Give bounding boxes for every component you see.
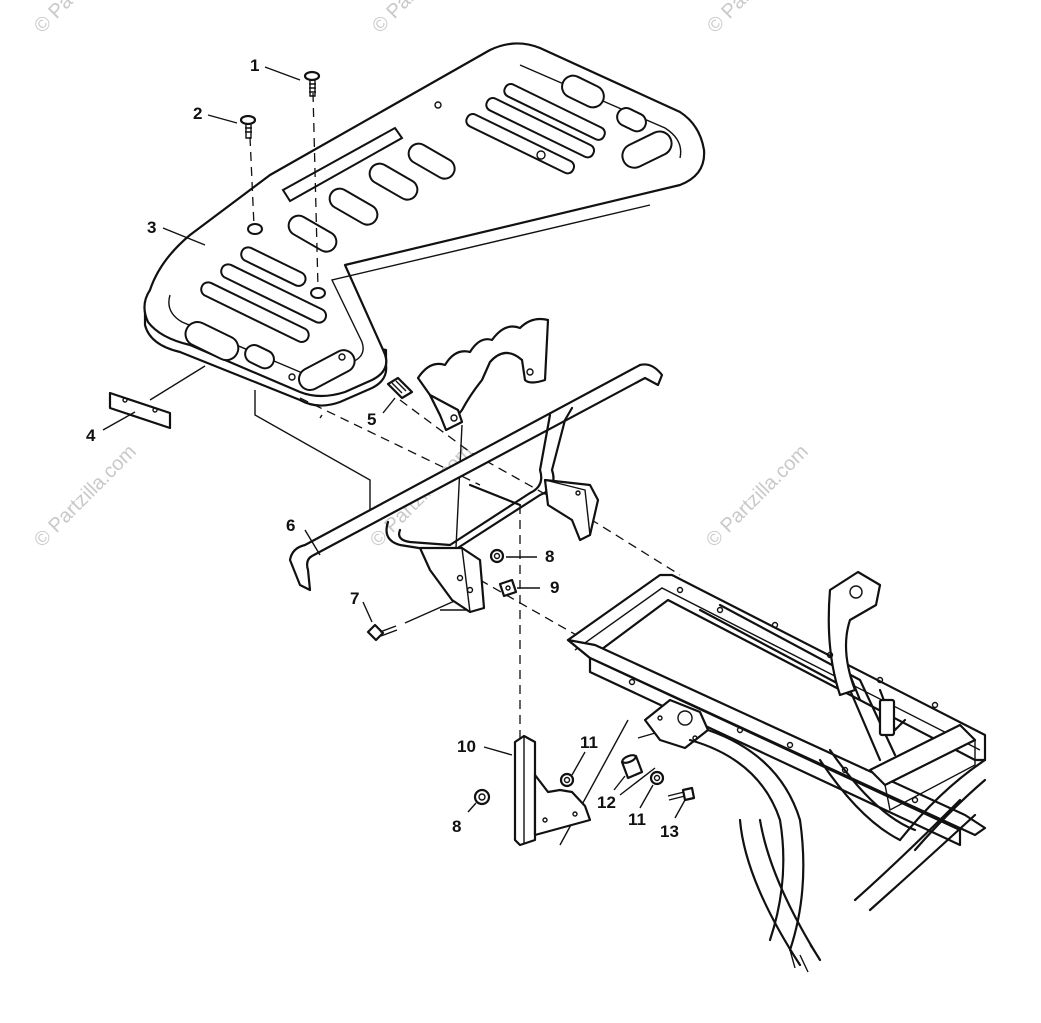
reflector-plate bbox=[108, 365, 206, 430]
nut-8-upper bbox=[489, 548, 505, 564]
callout-6: 6 bbox=[286, 516, 295, 535]
callout-11-right: 11 bbox=[628, 810, 646, 829]
callout-7: 7 bbox=[350, 589, 359, 608]
callout-1: 1 bbox=[250, 56, 259, 75]
nut-8-lower bbox=[473, 788, 491, 806]
screw-1 bbox=[303, 70, 321, 97]
bolt-13 bbox=[667, 786, 696, 802]
watermark: © Partzilla.com bbox=[30, 441, 141, 552]
callout-11-left: 11 bbox=[580, 733, 598, 752]
leader-lines bbox=[102, 66, 686, 819]
spacer-12 bbox=[620, 754, 644, 780]
callout-8-upper: 8 bbox=[545, 547, 554, 566]
nut-11-left bbox=[559, 772, 575, 788]
watermark: © Partzilla.com bbox=[703, 0, 814, 38]
callout-10: 10 bbox=[457, 737, 476, 756]
callout-2: 2 bbox=[193, 104, 202, 123]
square-nut-9 bbox=[498, 578, 518, 598]
watermark-group: © Pa © Partzilla.com © Partzilla.com © P… bbox=[30, 0, 814, 552]
rear-rack bbox=[143, 42, 706, 407]
watermark: © Partzilla.com bbox=[368, 0, 479, 38]
callout-5: 5 bbox=[367, 410, 376, 429]
callout-4: 4 bbox=[86, 426, 96, 445]
bolt-7 bbox=[366, 623, 398, 642]
callout-8-lower: 8 bbox=[452, 817, 461, 836]
watermark: © Partzilla.com bbox=[702, 441, 813, 552]
callout-labels: 1 2 3 4 5 6 7 8 9 10 11 8 12 11 13 bbox=[86, 56, 679, 841]
atv-frame bbox=[566, 570, 987, 973]
support-frame bbox=[288, 363, 664, 614]
bracket-10 bbox=[513, 734, 592, 847]
callout-12: 12 bbox=[597, 793, 616, 812]
screw-2 bbox=[239, 114, 257, 139]
bolt-5 bbox=[386, 376, 414, 400]
callout-3: 3 bbox=[147, 218, 156, 237]
callout-13: 13 bbox=[660, 822, 679, 841]
fender-bracket bbox=[416, 317, 550, 432]
washer-11-right bbox=[649, 770, 665, 786]
callout-9: 9 bbox=[550, 578, 559, 597]
watermark-corner: © Pa bbox=[30, 0, 78, 38]
